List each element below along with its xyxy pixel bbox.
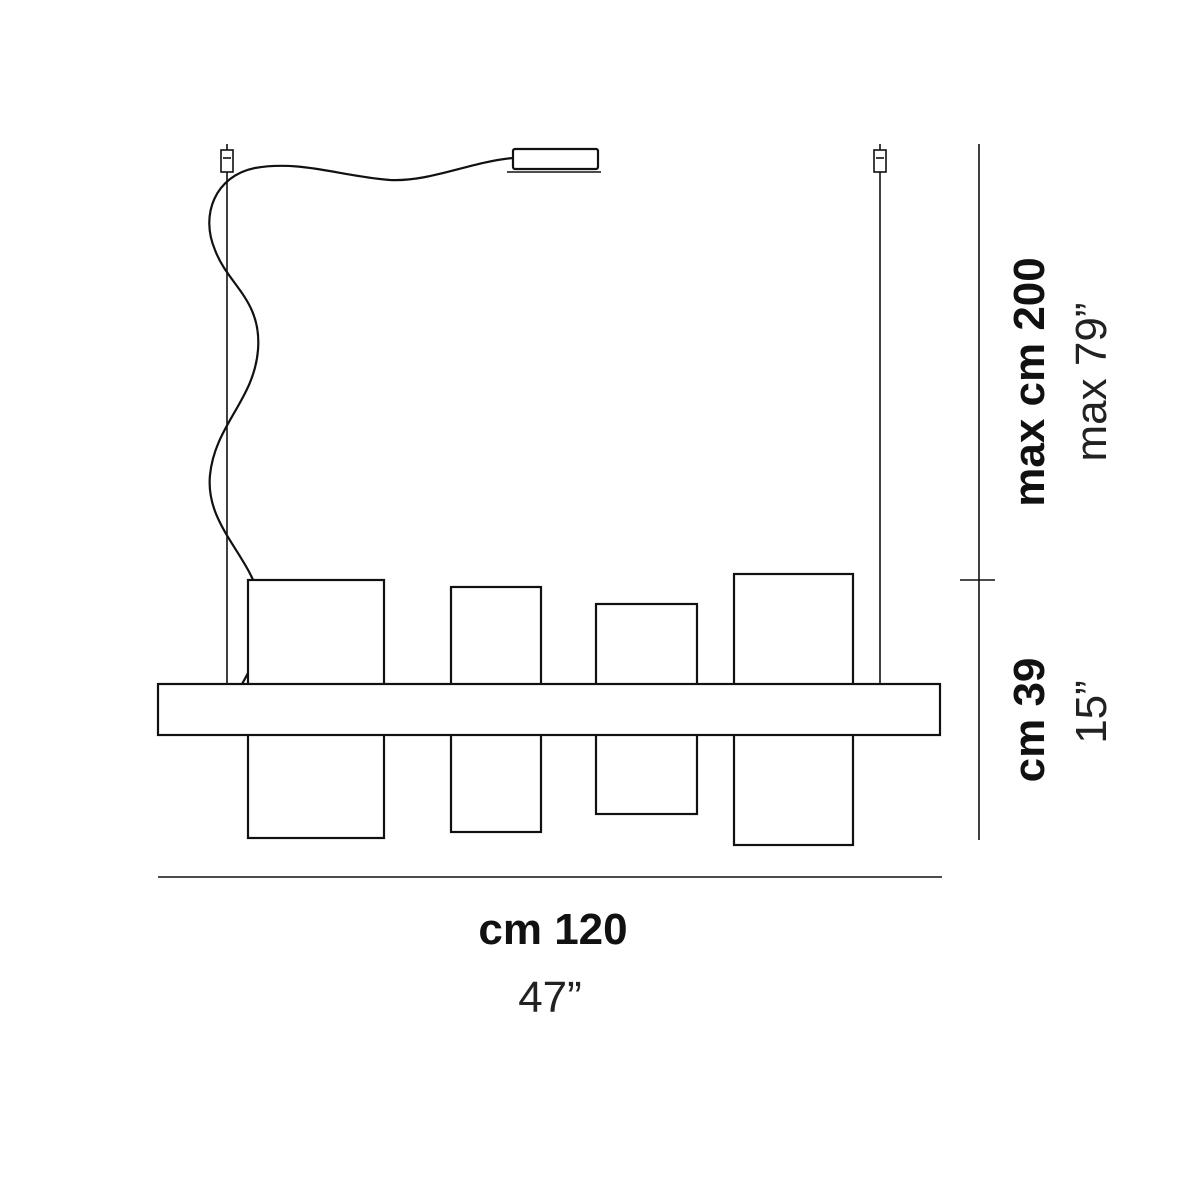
drop-imperial-label: max 79”	[1067, 303, 1116, 462]
width-imperial-label: 47”	[518, 973, 582, 1022]
left-ceiling-anchor	[220, 144, 234, 173]
right-ceiling-anchor	[873, 144, 887, 173]
power-cord	[208, 156, 514, 685]
height-imperial-label: 15”	[1067, 680, 1116, 744]
horizontal-bar	[156, 682, 942, 737]
drop-metric-label: max cm 200	[1005, 257, 1054, 507]
ceiling-canopy	[507, 147, 601, 173]
width-metric-label: cm 120	[478, 905, 627, 954]
height-metric-label: cm 39	[1005, 658, 1054, 783]
